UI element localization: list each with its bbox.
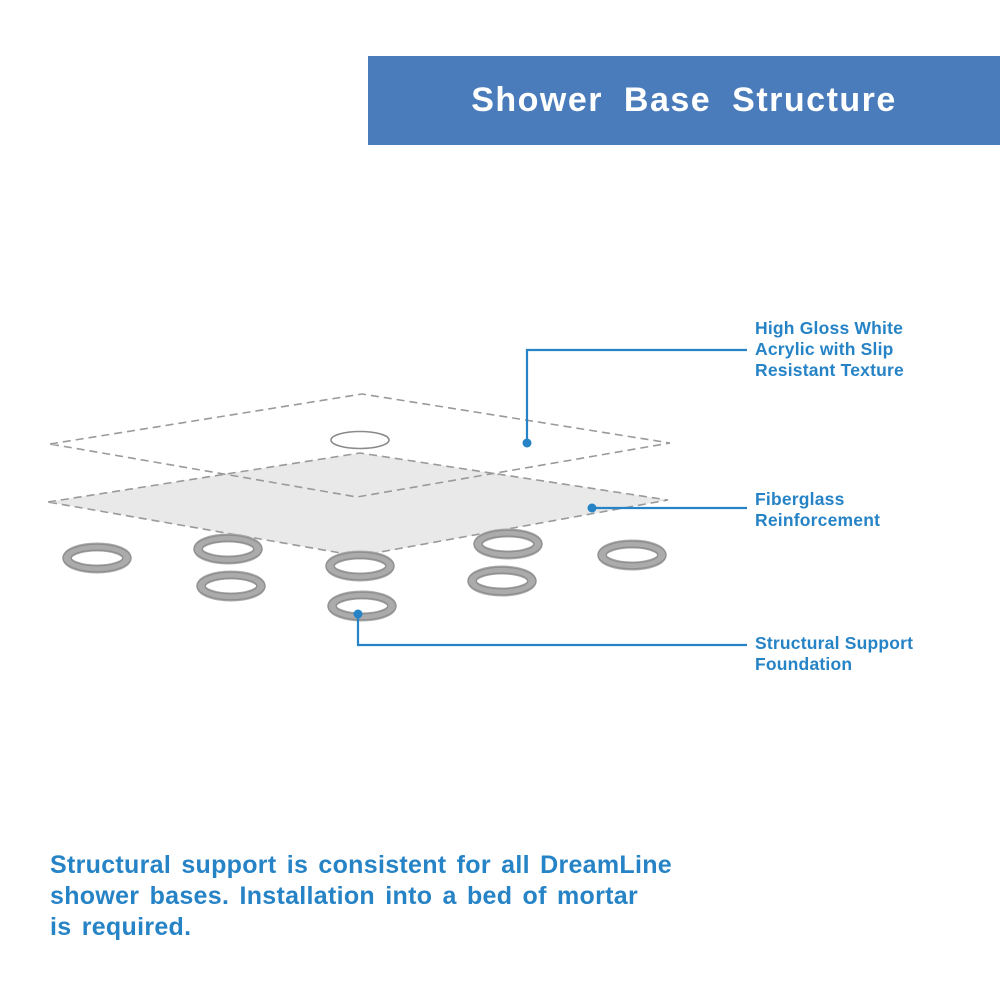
callout-acrylic-label: High Gloss White Acrylic with Slip Resis… bbox=[755, 318, 904, 380]
support-ring bbox=[468, 567, 536, 595]
fiberglass-layer bbox=[47, 452, 669, 557]
support-ring bbox=[326, 552, 394, 580]
support-ring bbox=[197, 572, 265, 600]
leader-line-acrylic bbox=[525, 348, 747, 440]
leader-lines bbox=[353, 348, 747, 647]
support-ring bbox=[598, 541, 666, 569]
leader-dot-foundation bbox=[353, 609, 363, 619]
acrylic-top-layer bbox=[49, 393, 671, 498]
leader-line-foundation bbox=[356, 617, 747, 647]
support-ring bbox=[194, 535, 262, 563]
drain-hole bbox=[330, 430, 390, 450]
leader-dot-fiberglass bbox=[587, 503, 597, 513]
page-title: Shower Base Structure bbox=[471, 81, 897, 119]
callout-fiberglass-label: Fiberglass Reinforcement bbox=[755, 489, 881, 530]
support-ring bbox=[474, 530, 542, 558]
callout-foundation-label: Structural Support Foundation bbox=[755, 633, 914, 674]
support-ring bbox=[63, 544, 131, 572]
footer-description: Structural support is consistent for all… bbox=[50, 851, 673, 941]
title-banner: Shower Base Structure bbox=[368, 56, 1000, 145]
leader-dot-acrylic bbox=[522, 438, 532, 448]
